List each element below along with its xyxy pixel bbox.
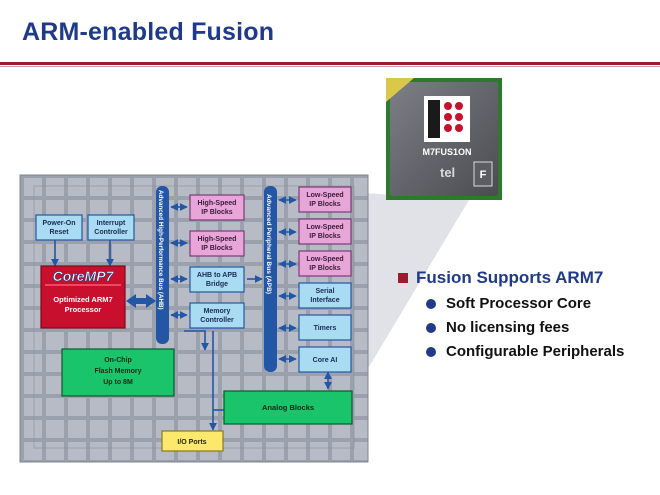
svg-text:Analog Blocks: Analog Blocks xyxy=(262,403,314,412)
svg-text:On-Chip: On-Chip xyxy=(104,357,132,364)
svg-text:Timers: Timers xyxy=(314,325,337,332)
chip-brand-text: tel xyxy=(440,165,455,180)
svg-text:IP Blocks: IP Blocks xyxy=(309,233,340,240)
fusion-chip-image: M7FUS1ON tel F xyxy=(386,78,502,200)
interrupt-controller-block: Interrupt Controller xyxy=(87,214,135,241)
low-speed-ip-block-3: Low-Speed IP Blocks xyxy=(298,250,352,277)
square-bullet-icon xyxy=(398,273,408,283)
svg-text:Interface: Interface xyxy=(310,297,339,304)
analog-blocks-block: Analog Blocks xyxy=(223,390,353,425)
bullet-item: Configurable Peripherals xyxy=(426,343,624,360)
low-speed-ip-block-1: Low-Speed IP Blocks xyxy=(298,186,352,213)
apb-label: Advanced Peripheral Bus (APB) xyxy=(265,194,272,294)
svg-text:IP Blocks: IP Blocks xyxy=(309,265,340,272)
svg-text:IP Blocks: IP Blocks xyxy=(309,201,340,208)
slide-title: ARM-enabled Fusion xyxy=(22,18,275,46)
chip-badge-letter: F xyxy=(480,169,487,181)
coremp7-processor-block: CoreMP7 Optimized ARM7 Processor xyxy=(40,265,126,329)
coremp7-logo: CoreMP7 xyxy=(53,268,115,284)
svg-text:AHB to APB: AHB to APB xyxy=(197,272,237,279)
svg-text:Up to 8M: Up to 8M xyxy=(103,379,133,386)
svg-text:Power-On: Power-On xyxy=(42,220,75,227)
flash-memory-block: On-Chip Flash Memory Up to 8M xyxy=(61,348,175,397)
bullet-list: Fusion Supports ARM7 Soft Processor Core… xyxy=(398,268,624,360)
high-speed-ip-block-1: High-Speed IP Blocks xyxy=(189,194,245,221)
svg-text:Controller: Controller xyxy=(200,317,234,324)
io-ports-block: I/O Ports xyxy=(161,430,224,452)
bullet-item-text: No licensing fees xyxy=(446,319,570,336)
round-bullet-icon xyxy=(426,322,436,333)
svg-text:Serial: Serial xyxy=(315,288,334,295)
timers-block: Timers xyxy=(298,314,352,341)
low-speed-ip-block-2: Low-Speed IP Blocks xyxy=(298,218,352,245)
chip-logo-text: M7FUS1ON xyxy=(422,147,471,157)
apb-bus xyxy=(264,186,277,372)
title-divider-shadow xyxy=(0,66,660,67)
ahb-bus xyxy=(156,186,169,344)
svg-text:Reset: Reset xyxy=(49,229,69,236)
round-bullet-icon xyxy=(426,346,436,357)
svg-text:High-Speed: High-Speed xyxy=(198,236,237,243)
bullet-item-text: Soft Processor Core xyxy=(446,295,592,312)
svg-text:Bridge: Bridge xyxy=(206,281,228,288)
svg-text:Low-Speed: Low-Speed xyxy=(306,192,343,199)
high-speed-ip-block-2: High-Speed IP Blocks xyxy=(189,230,245,257)
svg-text:Core AI: Core AI xyxy=(313,357,338,364)
coremp7-bus-arrow xyxy=(126,294,156,308)
ahb-to-apb-bridge-block: AHB to APB Bridge xyxy=(189,266,245,293)
svg-text:Controller: Controller xyxy=(94,229,128,236)
svg-text:Memory: Memory xyxy=(204,308,231,315)
svg-text:Low-Speed: Low-Speed xyxy=(306,224,343,231)
core-ai-block: Core AI xyxy=(298,346,352,373)
svg-text:I/O Ports: I/O Ports xyxy=(177,439,206,446)
svg-text:IP Blocks: IP Blocks xyxy=(201,245,232,252)
title-divider xyxy=(0,62,660,65)
power-on-reset-block: Power-On Reset xyxy=(35,214,83,241)
svg-text:Optimized ARM7: Optimized ARM7 xyxy=(53,295,112,304)
ahb-label: Advanced High-Performance Bus (AHB) xyxy=(157,190,164,310)
svg-text:High-Speed: High-Speed xyxy=(198,200,237,207)
serial-interface-block: Serial Interface xyxy=(298,282,352,309)
bullet-item-text: Configurable Peripherals xyxy=(446,343,625,360)
svg-text:Interrupt: Interrupt xyxy=(97,220,126,227)
svg-text:Low-Speed: Low-Speed xyxy=(306,256,343,263)
memory-controller-block: Memory Controller xyxy=(189,302,245,329)
bullet-item: No licensing fees xyxy=(426,319,624,336)
svg-text:Flash Memory: Flash Memory xyxy=(94,368,141,375)
bullet-item: Soft Processor Core xyxy=(426,295,624,312)
round-bullet-icon xyxy=(426,298,436,309)
bullet-heading-text: Fusion Supports ARM7 xyxy=(416,268,604,287)
bullet-heading: Fusion Supports ARM7 xyxy=(398,268,624,288)
svg-text:Processor: Processor xyxy=(65,305,102,314)
svg-text:IP Blocks: IP Blocks xyxy=(201,209,232,216)
